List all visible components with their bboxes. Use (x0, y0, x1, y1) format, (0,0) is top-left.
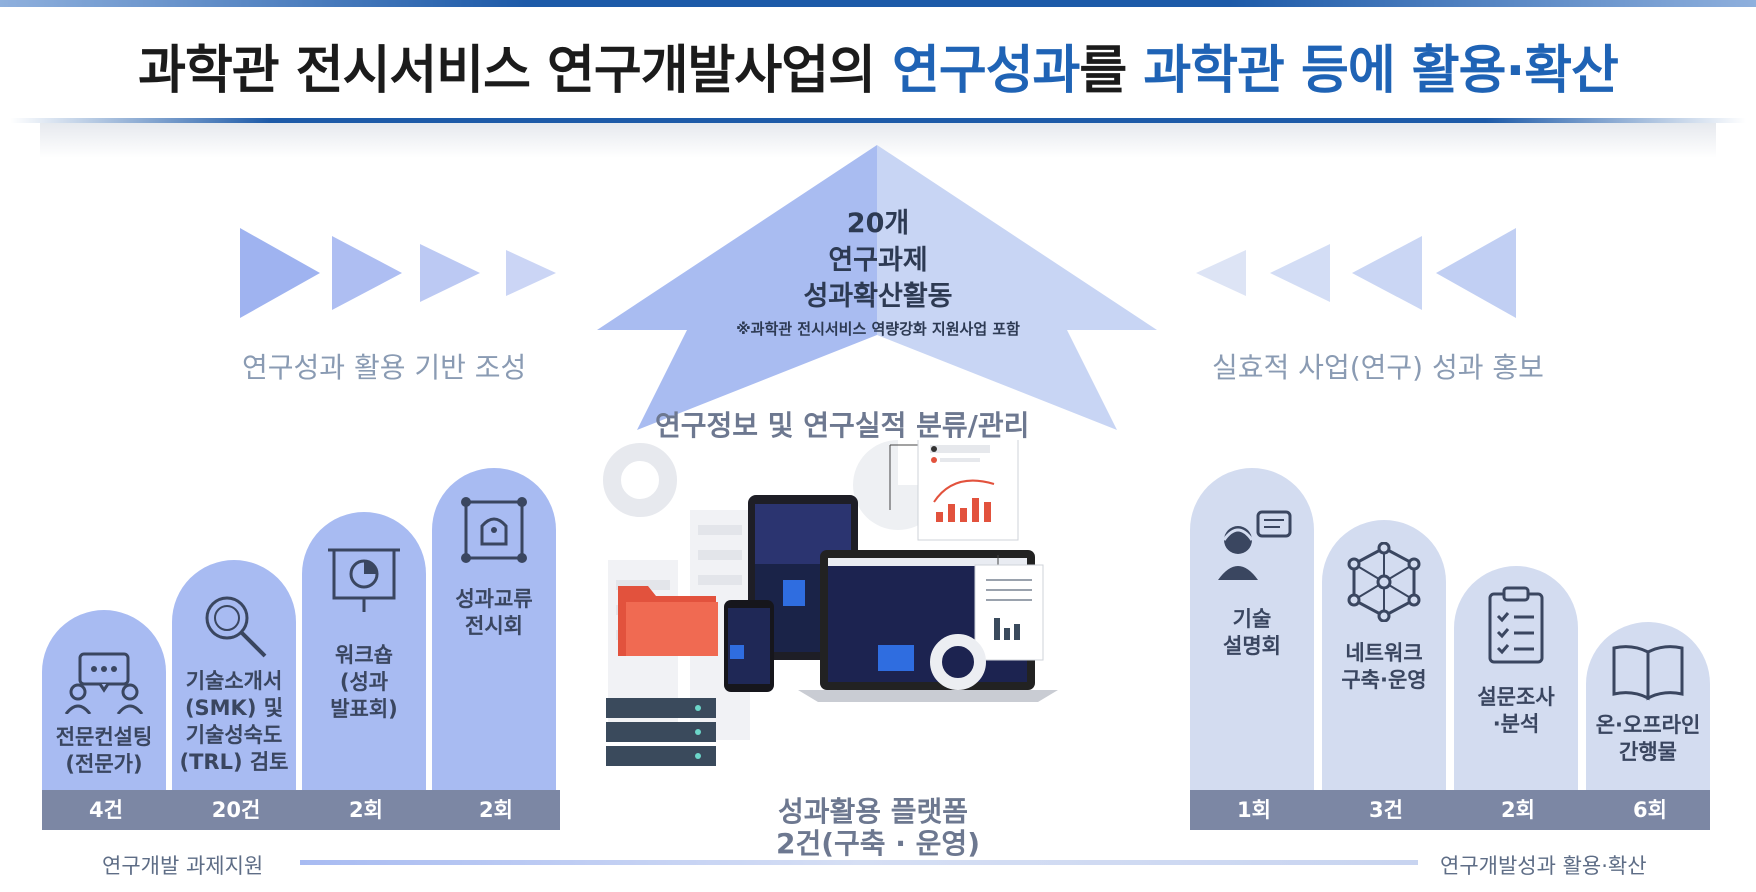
center-up-arrow-icon (597, 145, 1157, 430)
platform-subtitle: 2건(구축 · 운영) (775, 827, 980, 860)
right-section-label: 실효적 사업(연구) 성과 홍보 (1212, 351, 1544, 384)
center-count: 20개 (846, 208, 910, 239)
center-note: ※과학관 전시서비스 역량강화 지원사업 포함 (736, 320, 1020, 338)
title-underline (10, 118, 1746, 123)
platform-heading: 연구정보 및 연구실적 분류/관리 (655, 409, 1030, 442)
platform-title: 성과활용 플랫폼 (778, 795, 969, 828)
count-tech-review: 20건 (211, 798, 261, 822)
count-network: 3건 (1369, 798, 1403, 822)
speaker-person-icon (1218, 510, 1292, 580)
consulting-icon (64, 652, 144, 714)
pillar-survey: 설문조사·분석 (1454, 566, 1578, 790)
open-book-icon (1612, 645, 1684, 701)
magnifier-icon (205, 596, 267, 658)
count-workshop: 2회 (349, 798, 383, 822)
left-bottom-label: 연구개발 과제지원 (102, 854, 264, 878)
center-line1: 연구과제 (828, 245, 928, 276)
center-line2: 성과확산활동 (803, 281, 953, 312)
bottom-connector-line (300, 860, 1418, 865)
count-tech-briefing: 1회 (1237, 798, 1271, 822)
count-exhibition: 2회 (479, 798, 513, 822)
top-accent-line (0, 0, 1756, 7)
right-arrows-icon (1196, 228, 1516, 318)
exhibition-frame-icon (461, 497, 527, 563)
pillar-label: 전문컨설팅(전문가) (55, 725, 153, 776)
right-count-bar: 1회 3건 2회 6회 (1190, 790, 1710, 830)
left-section-label: 연구성과 활용 기반 조성 (242, 351, 527, 384)
count-publication: 6회 (1633, 798, 1667, 822)
platform-illustration (603, 440, 1058, 766)
pillar-label: 설문조사·분석 (1477, 685, 1555, 736)
count-consulting: 4건 (89, 798, 123, 822)
network-icon (1347, 542, 1421, 622)
left-arrows-icon (240, 228, 556, 318)
presentation-icon (328, 548, 400, 612)
count-survey: 2회 (1501, 798, 1535, 822)
left-count-bar: 4건 20건 2회 2회 (42, 790, 560, 830)
pillar-consulting: 전문컨설팅(전문가) (42, 610, 166, 790)
page-title: 과학관 전시서비스 연구개발사업의 연구성과를 과학관 등에 활용·확산 (138, 41, 1619, 101)
right-bottom-label: 연구개발성과 활용·확산 (1440, 854, 1647, 878)
survey-clipboard-icon (1488, 586, 1544, 664)
